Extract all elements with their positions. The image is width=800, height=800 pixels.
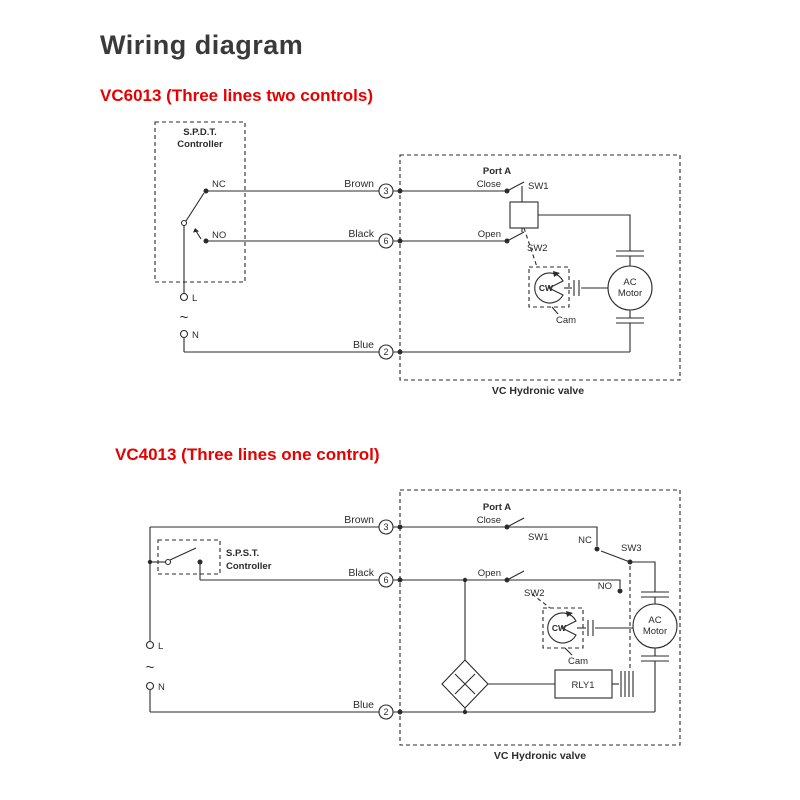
diagram2-title: VC4013 (Three lines one control) bbox=[115, 445, 380, 464]
cam-label-2: Cam bbox=[568, 656, 588, 667]
diagram2-schematic: L ~ N S.P.S.T. Controller Brown 3 Bla bbox=[145, 489, 681, 762]
terminal-2-circle bbox=[378, 344, 394, 360]
open-label-2: Open bbox=[478, 568, 501, 579]
port-a-label-2: Port A bbox=[483, 502, 511, 513]
no-label-2: NO bbox=[598, 581, 612, 592]
motor-label-ac-2: AC bbox=[648, 615, 661, 626]
sw2-label-2: SW2 bbox=[524, 588, 545, 599]
ac-supply-symbol-2: ~ bbox=[146, 659, 155, 676]
blue-wire-label: Blue bbox=[353, 339, 374, 351]
blue-wire-label-2: Blue bbox=[353, 699, 374, 711]
brown-wire-label-2: Brown bbox=[344, 514, 374, 526]
motor-label-motor-2: Motor bbox=[643, 626, 667, 637]
valve-caption: VC Hydronic valve bbox=[492, 385, 584, 397]
terminal-3-circle bbox=[378, 183, 394, 199]
terminal-6-number: 6 bbox=[383, 236, 388, 246]
neutral-terminal-label-2: N bbox=[158, 682, 165, 693]
ac-motor bbox=[607, 250, 653, 352]
line-terminal-label: L bbox=[192, 293, 197, 304]
valve-enclosure-box-2 bbox=[399, 489, 681, 746]
spdt-name-label: S.P.D.T. bbox=[183, 127, 217, 138]
spst-controller-label: Controller bbox=[226, 561, 272, 572]
valve-enclosure-box bbox=[399, 154, 681, 381]
motor-label-motor: Motor bbox=[618, 288, 642, 299]
terminal-2-circle-2 bbox=[378, 704, 394, 720]
no-label: NO bbox=[212, 230, 226, 241]
nc-label: NC bbox=[212, 179, 226, 190]
sw1-label-2: SW1 bbox=[528, 532, 549, 543]
power-supply-terminals bbox=[179, 292, 189, 352]
open-label: Open bbox=[478, 229, 501, 240]
sw1-label: SW1 bbox=[528, 181, 549, 192]
neutral-terminal-label: N bbox=[192, 330, 199, 341]
spdt-controller-label: Controller bbox=[177, 139, 223, 150]
terminal-6-circle-2 bbox=[378, 572, 394, 588]
relay-rly1 bbox=[554, 669, 634, 699]
black-wire-label: Black bbox=[348, 228, 374, 240]
terminal-6-circle bbox=[378, 233, 394, 249]
close-label-2: Close bbox=[477, 515, 501, 526]
terminal-2-number: 2 bbox=[383, 347, 388, 357]
valve-switches bbox=[504, 181, 631, 251]
nc-label-2: NC bbox=[578, 535, 592, 546]
terminal-2-number-2: 2 bbox=[383, 707, 388, 717]
spdt-controller-box bbox=[154, 121, 246, 283]
page-title: Wiring diagram bbox=[100, 30, 304, 60]
motor-label-ac: AC bbox=[623, 277, 636, 288]
ac-supply-symbol: ~ bbox=[180, 309, 189, 326]
cam-label: Cam bbox=[556, 315, 576, 326]
relay-label: RLY1 bbox=[571, 680, 594, 691]
rectifier-bridge bbox=[441, 577, 555, 715]
terminal-3-circle-2 bbox=[378, 519, 394, 535]
cw-label: CW bbox=[539, 283, 554, 293]
terminal-3-number: 3 bbox=[383, 186, 388, 196]
brown-wire-label: Brown bbox=[344, 178, 374, 190]
ac-motor-2 bbox=[632, 591, 678, 712]
diagram1-schematic: S.P.D.T. Controller NC NO L ~ N bbox=[154, 121, 681, 397]
cam-assembly bbox=[523, 227, 608, 315]
line-terminal-label-2: L bbox=[158, 641, 163, 652]
diagram1-title: VC6013 (Three lines two controls) bbox=[100, 86, 374, 105]
valve-caption-2: VC Hydronic valve bbox=[494, 750, 586, 762]
terminal-3-number-2: 3 bbox=[383, 522, 388, 532]
spdt-switch-symbol bbox=[180, 188, 209, 294]
cw-label-2: CW bbox=[552, 623, 567, 633]
sw2-label: SW2 bbox=[527, 243, 548, 254]
port-a-label: Port A bbox=[483, 166, 511, 177]
sw3-label: SW3 bbox=[621, 543, 642, 554]
power-supply-terminals-2 bbox=[145, 527, 155, 712]
spst-name-label: S.P.S.T. bbox=[226, 548, 259, 559]
black-wire-label-2: Black bbox=[348, 567, 374, 579]
spst-switch-symbol bbox=[152, 539, 221, 580]
terminal-6-number-2: 6 bbox=[383, 575, 388, 585]
cam-assembly-2 bbox=[531, 593, 633, 656]
valve-switches-2 bbox=[504, 517, 656, 669]
close-label: Close bbox=[477, 179, 501, 190]
